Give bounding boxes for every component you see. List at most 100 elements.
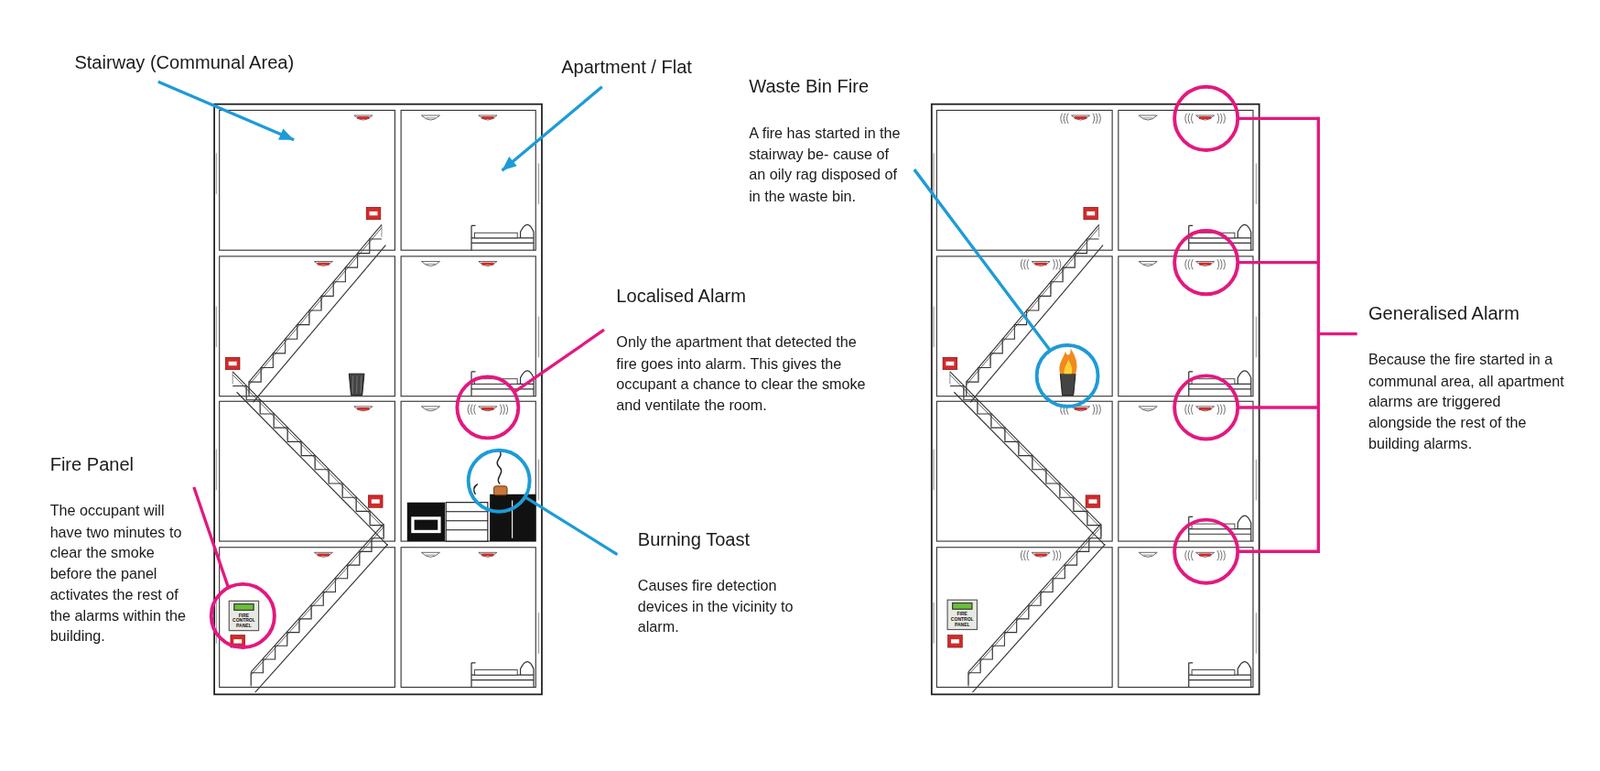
stair-baluster — [287, 427, 289, 440]
stair-baluster — [246, 385, 248, 398]
stair-baluster — [232, 371, 234, 384]
highlight-circle — [1174, 86, 1238, 151]
manual-call-point — [225, 356, 240, 369]
stair-baluster — [1045, 468, 1047, 481]
smoke-detector — [478, 551, 498, 557]
leader-line — [1318, 332, 1357, 336]
window — [933, 449, 935, 491]
alarm-sound-wave — [1027, 259, 1029, 270]
callout-body: Causes fire detection devices in the vic… — [637, 574, 814, 638]
stair-stringer — [252, 245, 386, 403]
smoke-detector — [1196, 260, 1215, 266]
area-label: Stairway (Communal Area) — [74, 51, 294, 75]
stair-baluster — [298, 617, 300, 630]
call-point-glass — [1088, 498, 1097, 503]
alarm-sound-wave — [1191, 259, 1194, 270]
smoke-detector — [421, 260, 440, 266]
alarm-sound-wave — [1188, 404, 1190, 415]
leader-line — [1237, 117, 1319, 120]
room-outline — [219, 400, 396, 541]
smoke-detector — [1031, 260, 1050, 266]
stair-baluster — [296, 324, 298, 337]
stair-baluster — [311, 604, 313, 617]
alarm-sound-wave — [1191, 404, 1194, 415]
alarm-sound-wave — [1223, 550, 1226, 561]
stair-baluster — [1004, 631, 1006, 644]
stair-baluster — [301, 441, 303, 454]
highlight-circle — [468, 450, 530, 512]
detector-led-band — [317, 552, 330, 556]
stair-handrail — [248, 227, 382, 386]
callout-heading: Burning Toast — [637, 528, 750, 552]
call-point-glass — [951, 638, 960, 643]
alarm-sound-wave — [1223, 404, 1226, 415]
alarm-sound-wave — [1223, 259, 1226, 270]
stair-stringer — [237, 391, 389, 545]
pointer-arrow-line — [158, 81, 294, 141]
highlight-circle — [1174, 230, 1238, 294]
tap — [474, 484, 478, 495]
smoke-detector — [1196, 406, 1215, 411]
alarm-sound-wave — [1024, 550, 1027, 561]
stair-baluster — [962, 385, 964, 398]
call-point-glass — [945, 361, 954, 366]
stair-baluster — [356, 253, 358, 266]
stair-baluster — [260, 367, 262, 379]
highlight-circle — [456, 377, 519, 439]
window — [1255, 459, 1257, 501]
window — [538, 612, 540, 654]
smoke — [497, 450, 501, 485]
callout-heading: Waste Bin Fire — [748, 75, 869, 99]
detector-led-band — [481, 262, 494, 266]
alarm-sound-wave — [1060, 113, 1063, 124]
alarm-sound-wave — [1217, 404, 1220, 415]
manual-call-point — [1085, 495, 1101, 508]
detector-band — [425, 554, 436, 556]
stair-baluster — [1016, 617, 1017, 630]
smoke-detector — [421, 406, 440, 411]
alarm-sound-wave — [1188, 113, 1190, 124]
stair-baluster — [967, 671, 969, 684]
alarm-sound-wave — [1188, 259, 1190, 270]
window — [216, 449, 217, 491]
window — [538, 316, 540, 358]
alarm-sound-wave — [1095, 113, 1098, 124]
stair-baluster — [335, 577, 336, 590]
alarm-sound-wave — [1185, 259, 1188, 270]
alarm-sound-wave — [1217, 113, 1220, 124]
callout-body: The occupant will have two minutes to cl… — [50, 499, 194, 647]
smoke-detector — [354, 115, 373, 120]
detector-led-band — [481, 116, 494, 119]
stair-baluster — [314, 454, 316, 467]
stair-baluster — [1062, 267, 1064, 280]
stair-baluster — [273, 413, 275, 426]
detector-led-band — [1199, 262, 1211, 266]
manual-call-point — [948, 635, 963, 648]
stair-handrail — [966, 224, 1100, 382]
panel-label: FIRE CONTROL PANEL — [230, 612, 258, 628]
stair-baluster — [333, 281, 335, 294]
smoke-detector — [478, 260, 498, 266]
stair-baluster — [346, 563, 348, 576]
stair-baluster — [259, 399, 261, 411]
stair-baluster — [1049, 281, 1051, 294]
building-outline — [931, 104, 1260, 695]
arrowhead — [501, 156, 517, 171]
stair-baluster — [1100, 523, 1102, 536]
room-outline — [936, 256, 1113, 397]
smoke-detector — [313, 551, 333, 557]
leader-line — [525, 497, 617, 554]
leader-line — [1237, 405, 1319, 409]
stair-baluster — [1002, 338, 1004, 351]
stair-baluster — [323, 591, 325, 604]
detector-led-band — [356, 116, 369, 119]
stair-baluster — [976, 399, 978, 411]
highlight-circle — [1174, 375, 1238, 439]
callout-heading: Localised Alarm — [616, 284, 746, 308]
stair-baluster — [1064, 563, 1066, 576]
stair-baluster — [342, 483, 344, 496]
detector-band — [1143, 263, 1154, 265]
detector-band — [1143, 117, 1154, 119]
smoke-detector — [1138, 115, 1157, 120]
